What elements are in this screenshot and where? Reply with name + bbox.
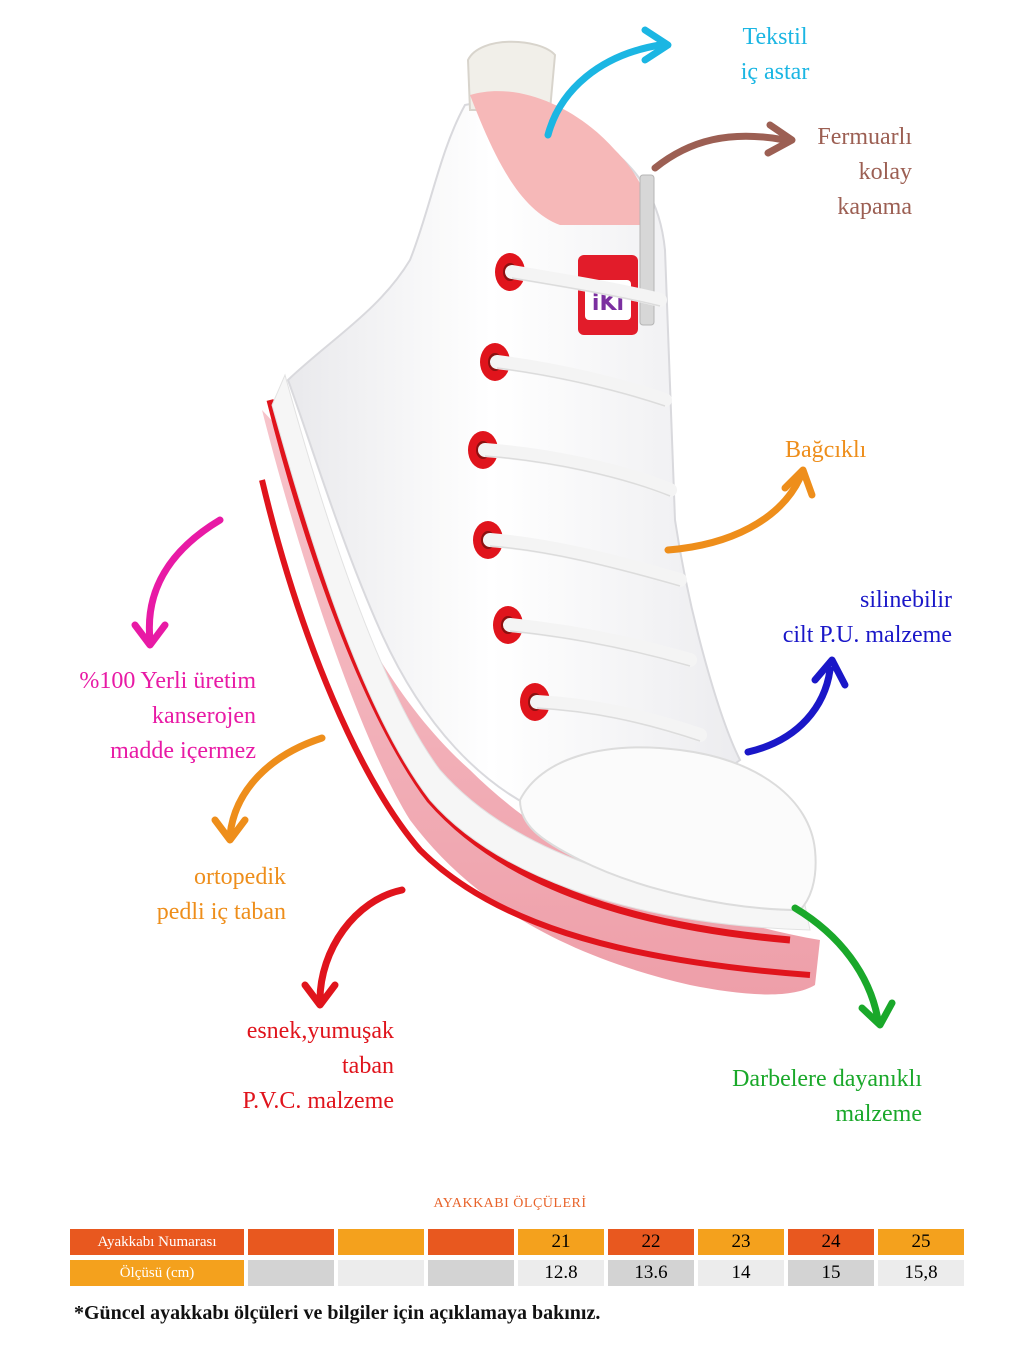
arrow-durable [791, 904, 882, 1024]
size-row-header: Ayakkabı Numarası [70, 1229, 244, 1255]
label-laces: Bağcıklı [785, 433, 866, 468]
label-insole-line2: pedli iç taban [156, 899, 286, 925]
arrow-sole [316, 886, 406, 1004]
shoe-upper [286, 100, 742, 822]
arrow-local [145, 516, 224, 644]
arrow-laces [664, 474, 804, 554]
label-local-line3: madde içermez [110, 738, 256, 764]
label-local-line1: %100 Yerli üretim [79, 668, 256, 694]
shoelaces [478, 265, 707, 742]
label-insole-line1: ortopedik [194, 864, 286, 890]
label-sole-line2: taban [342, 1053, 394, 1079]
toe-cap [518, 746, 817, 912]
label-textile-line2: iç astar [740, 59, 810, 85]
length-cell: 15,8 [878, 1260, 964, 1286]
label-durable-line1: Darbelere dayanıklı [732, 1066, 922, 1092]
size-cell: 23 [698, 1229, 784, 1255]
label-textile-line1: Tekstil [742, 24, 808, 50]
label-durable-line2: malzeme [835, 1101, 922, 1127]
label-zipper-line3: kapama [837, 194, 912, 220]
size-cell [248, 1229, 334, 1255]
sole-stripe-bottom [259, 479, 811, 978]
label-laces-line1: Bağcıklı [785, 437, 867, 463]
length-cell: 14 [698, 1260, 784, 1286]
label-durable: Darbelere dayanıklı malzeme [700, 1062, 922, 1132]
size-table-title: AYAKKABI ÖLÇÜLERİ [433, 1196, 587, 1211]
label-sole-line3: P.V.C. malzeme [242, 1088, 394, 1114]
foxing-band [271, 373, 811, 931]
label-wipeable-line2: cilt P.U. malzeme [782, 622, 952, 648]
size-table-row-lengths: Ölçüsü (cm) 12.8 13.6 14 15 15,8 [70, 1260, 964, 1286]
zipper [639, 174, 655, 326]
footnote: *Güncel ayakkabı ölçüleri ve bilgiler iç… [74, 1302, 601, 1324]
size-cell: 24 [788, 1229, 874, 1255]
label-zipper-line1: Fermuarlı [817, 124, 912, 150]
label-local-production: %100 Yerli üretim kanserojen madde içerm… [50, 664, 256, 769]
length-cell [428, 1260, 514, 1286]
arrow-wipeable [744, 666, 834, 756]
label-wipeable-line1: silinebilir [860, 587, 952, 613]
size-table-row-sizes: Ayakkabı Numarası 21 22 23 24 25 [70, 1229, 964, 1255]
length-row-header: Ölçüsü (cm) [70, 1260, 244, 1286]
arrow-textile [544, 41, 664, 139]
label-zipper: Fermuarlı kolay kapama [760, 120, 912, 225]
label-zipper-line2: kolay [858, 159, 912, 185]
length-cell: 12.8 [518, 1260, 604, 1286]
size-cell [428, 1229, 514, 1255]
label-sole: esnek,yumuşak taban P.V.C. malzeme [200, 1014, 394, 1119]
length-cell: 15 [788, 1260, 874, 1286]
collar-lining [470, 91, 650, 225]
length-cell [338, 1260, 424, 1286]
size-cell: 22 [608, 1229, 694, 1255]
label-sole-line1: esnek,yumuşak [246, 1018, 394, 1044]
label-local-line2: kanserojen [152, 703, 256, 729]
size-cell: 25 [878, 1229, 964, 1255]
label-wipeable: silinebilir cilt P.U. malzeme [740, 583, 952, 653]
length-cell [248, 1260, 334, 1286]
length-cell: 13.6 [608, 1260, 694, 1286]
sneaker-illustration: iKi [131, 26, 896, 1029]
size-cell: 21 [518, 1229, 604, 1255]
arrow-zipper [651, 132, 789, 172]
label-insole: ortopedik pedli iç taban [110, 860, 286, 930]
label-textile-lining: Tekstil iç astar [725, 20, 825, 90]
size-cell [338, 1229, 424, 1255]
arrow-insole [226, 734, 326, 839]
